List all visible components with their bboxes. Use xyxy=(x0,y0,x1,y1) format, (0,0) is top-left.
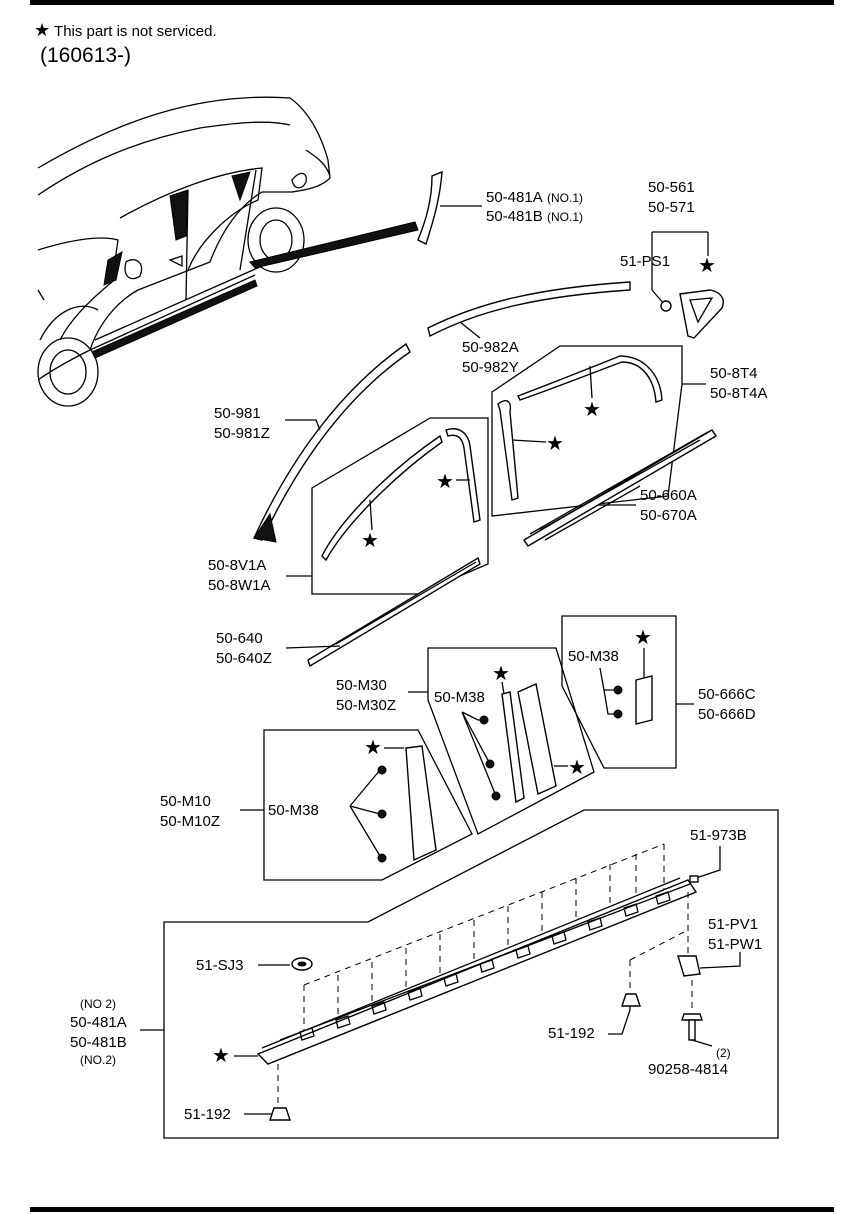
star-icon: ★ xyxy=(212,1045,230,1067)
star-icon: ★ xyxy=(364,737,382,759)
star-icon: ★ xyxy=(583,399,601,421)
part-50-981 xyxy=(253,342,411,541)
label-50-982y: 50-982Y xyxy=(462,359,519,376)
label-50-982a: 50-982A xyxy=(462,339,519,356)
label-51-192-bottom: 51-192 xyxy=(184,1106,231,1123)
screw-90258-4814 xyxy=(681,1013,703,1021)
clip-51-192-right xyxy=(621,993,641,1007)
box-50-m10 xyxy=(263,729,473,881)
label-qty-2: (2) xyxy=(716,1046,731,1060)
label-50-8w1a: 50-8W1A xyxy=(208,577,271,594)
label-50-981z: 50-981Z xyxy=(214,425,270,442)
label-50-m38-right: 50-M38 xyxy=(568,648,619,665)
part-50-481a-no2 xyxy=(256,879,698,1065)
label-50-m30: 50-M30 xyxy=(336,677,387,694)
label-50-561: 50-561 xyxy=(648,179,695,196)
label-90258-4814: 90258-4814 xyxy=(648,1061,728,1078)
star-icon: ★ xyxy=(436,471,454,493)
label-50-981: 50-981 xyxy=(214,405,261,422)
label-50-m38-center: 50-M38 xyxy=(434,689,485,706)
label-50-660a: 50-660A xyxy=(640,487,697,504)
label-51-sj3: 51-SJ3 xyxy=(196,957,244,974)
label-no1-a: (NO.1) xyxy=(547,191,583,205)
star-icon: ★ xyxy=(492,663,510,685)
label-50-481b-no2: 50-481B xyxy=(70,1034,127,1051)
label-50-640z: 50-640Z xyxy=(216,650,272,667)
bottom-rule xyxy=(30,1207,834,1212)
box-50-666c xyxy=(561,615,677,769)
label-50-666d: 50-666D xyxy=(698,706,756,723)
label-no1-b: (NO.1) xyxy=(547,210,583,224)
label-50-481a: 50-481A xyxy=(486,189,543,206)
star-icon: ★ xyxy=(568,757,586,779)
label-no2-b: (NO.2) xyxy=(80,1053,116,1067)
label-50-481b: 50-481B xyxy=(486,208,543,225)
star-icon: ★ xyxy=(634,627,652,649)
star-icon: ★ xyxy=(698,255,716,277)
label-51-pv1: 51-PV1 xyxy=(708,916,758,933)
star-icon: ★ xyxy=(361,530,379,552)
clip-51-ps1 xyxy=(660,300,672,312)
clip-row xyxy=(299,891,671,1041)
box-50-8v1a xyxy=(311,417,489,595)
model-code: (160613-) xyxy=(40,44,132,67)
part-50-982a xyxy=(427,281,631,338)
label-50-m10z: 50-M10Z xyxy=(160,813,220,830)
label-50-571: 50-571 xyxy=(648,199,695,216)
label-50-481a-no2: 50-481A xyxy=(70,1014,127,1031)
not-serviced-note: ★ This part is not serviced. xyxy=(34,20,217,41)
label-50-8t4: 50-8T4 xyxy=(710,365,758,382)
clip-51-192-bottom xyxy=(269,1107,291,1121)
label-50-m30z: 50-M30Z xyxy=(336,697,396,714)
label-50-m38-left: 50-M38 xyxy=(268,802,319,819)
star-icon: ★ xyxy=(34,20,51,40)
part-50-561 xyxy=(679,289,724,339)
star-icon: ★ xyxy=(546,433,564,455)
clip-51-973b xyxy=(689,875,699,883)
label-50-666c: 50-666C xyxy=(698,686,756,703)
bracket-51-pv1 xyxy=(677,955,701,977)
label-50-670a: 50-670A xyxy=(640,507,697,524)
part-50-660a xyxy=(523,429,717,547)
part-50-481a-no1 xyxy=(417,170,443,245)
note-text: This part is not serviced. xyxy=(54,23,217,40)
box-rocker-molding xyxy=(163,809,779,1139)
top-rule xyxy=(30,0,834,5)
label-50-8v1a: 50-8V1A xyxy=(208,557,266,574)
dashed-guides xyxy=(277,843,693,1108)
box-50-m30 xyxy=(427,647,595,835)
label-51-973b: 51-973B xyxy=(690,827,747,844)
label-50-m10: 50-M10 xyxy=(160,793,211,810)
label-50-640: 50-640 xyxy=(216,630,263,647)
label-50-8t4a: 50-8T4A xyxy=(710,385,768,402)
label-no2-a: (NO 2) xyxy=(80,997,116,1011)
label-51-192-right: 51-192 xyxy=(548,1025,595,1042)
car-illustration xyxy=(37,96,419,407)
label-51-ps1: 51-PS1 xyxy=(620,253,670,270)
label-51-pw1: 51-PW1 xyxy=(708,936,762,953)
